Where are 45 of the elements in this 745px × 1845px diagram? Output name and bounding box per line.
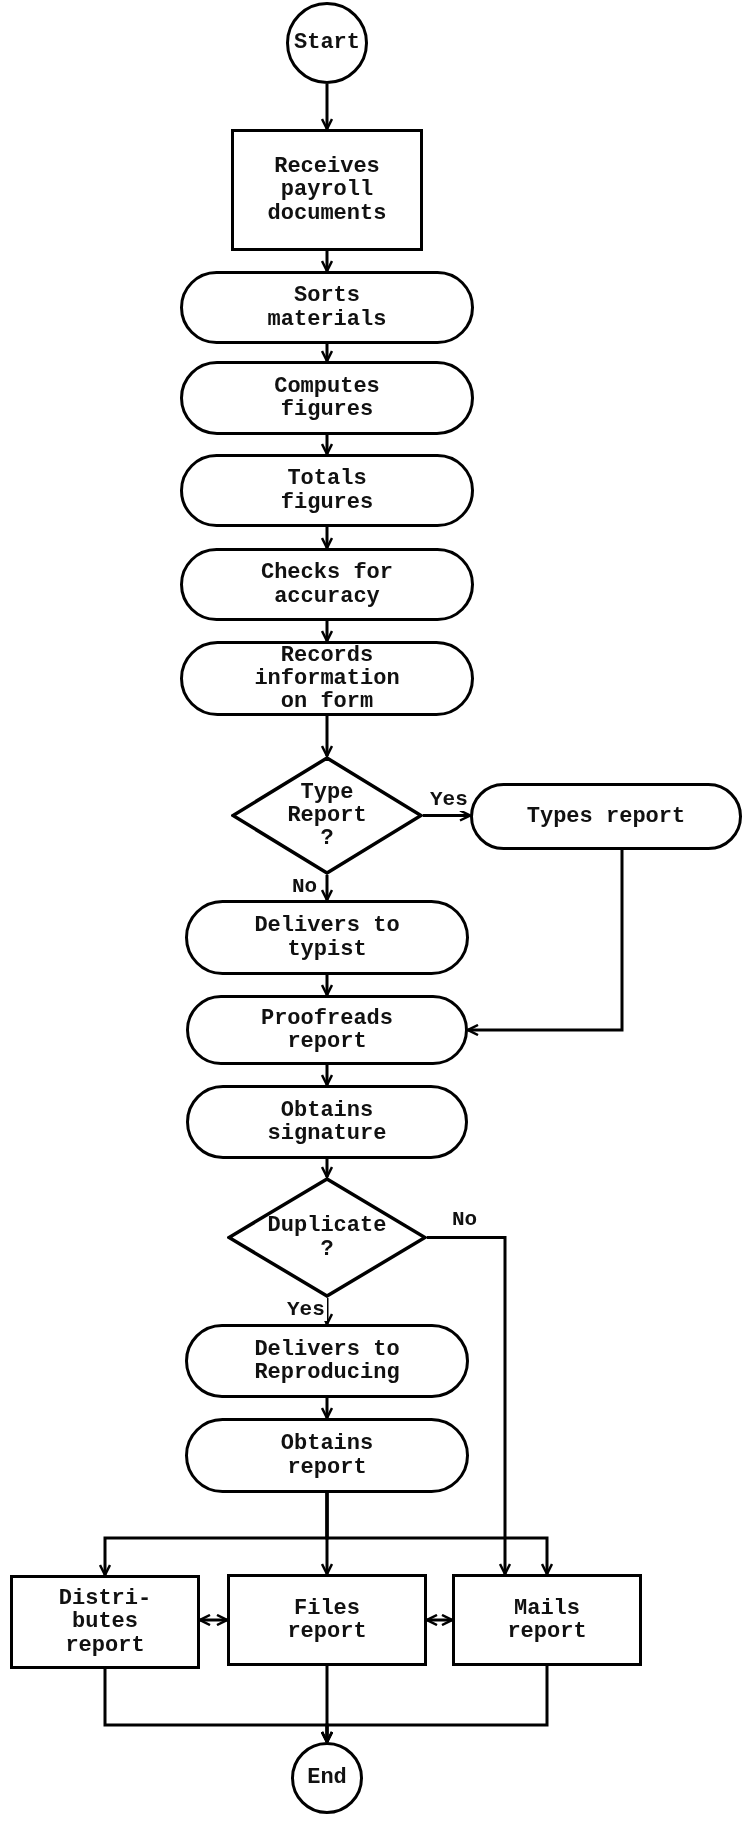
arrow xyxy=(320,527,334,550)
decision-diamond xyxy=(227,1177,427,1298)
arrow xyxy=(320,344,334,363)
node-text: Proofreads report xyxy=(259,1006,394,1054)
arrow xyxy=(320,84,334,131)
process-box xyxy=(227,1574,427,1666)
arrow xyxy=(320,621,334,643)
arrow xyxy=(198,1613,229,1627)
node-text: Types report xyxy=(525,804,687,829)
arrow xyxy=(466,850,624,1037)
node-text: Mails report xyxy=(506,1596,588,1644)
arrow xyxy=(320,1666,549,1744)
arrow xyxy=(320,875,334,902)
node-text: Files report xyxy=(286,1596,368,1644)
node-text: Receives payroll documents xyxy=(266,155,388,225)
node-text: Computes figures xyxy=(273,374,381,422)
node-text: Distri- butes report xyxy=(57,1587,153,1657)
arrow xyxy=(320,1065,334,1087)
node-text: Records information on form xyxy=(253,643,401,714)
node-text: End xyxy=(306,1766,348,1790)
node-text: Totals figures xyxy=(279,467,375,514)
process-box xyxy=(10,1575,200,1669)
arrow xyxy=(427,1236,512,1576)
node-text: Start xyxy=(294,31,360,55)
node-text: Delivers to Reproducing xyxy=(253,1337,401,1385)
arrow xyxy=(325,1493,554,1576)
decision-diamond xyxy=(231,756,423,875)
process-box xyxy=(452,1574,642,1666)
arrow xyxy=(425,1613,454,1627)
edge-label: Yes xyxy=(285,1298,327,1321)
node-text: Type Report ? xyxy=(286,780,368,851)
node-text: Obtains signature xyxy=(266,1098,388,1146)
node-text: Sorts materials xyxy=(266,284,388,331)
arrow xyxy=(320,975,334,997)
node-text: Delivers to typist xyxy=(253,914,401,961)
node-text: Obtains report xyxy=(279,1432,375,1479)
process-box xyxy=(231,129,423,251)
arrow xyxy=(320,1398,334,1420)
arrow xyxy=(320,435,334,456)
arrow xyxy=(320,716,334,758)
node-text: Checks for accuracy xyxy=(259,561,394,608)
arrow xyxy=(320,251,334,273)
arrow xyxy=(320,1159,334,1179)
arrow xyxy=(423,809,472,822)
node-text: Duplicate ? xyxy=(266,1214,388,1261)
